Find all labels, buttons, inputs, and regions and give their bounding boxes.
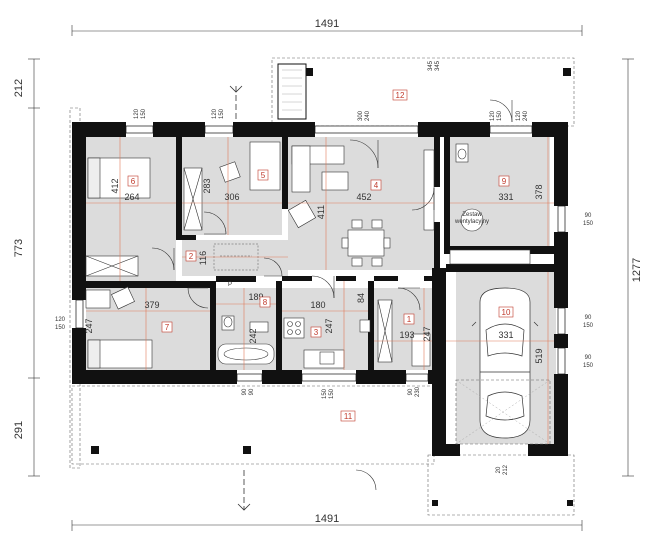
room-6-width: 264 — [124, 192, 139, 202]
window-12-w: 90 — [408, 388, 414, 395]
door-swings — [151, 99, 513, 491]
stove — [283, 317, 305, 339]
room-1-width: 193 — [399, 330, 414, 340]
room-3-length: 247 — [324, 318, 334, 333]
window-1-h: 150 — [141, 108, 147, 119]
room-10-width: 331 — [498, 330, 513, 340]
room-9-number: 9 — [502, 177, 507, 186]
room-2-number: 2 — [189, 252, 194, 261]
room-2-dim: 116 — [198, 251, 208, 265]
room-3-width: 180 — [310, 300, 325, 310]
overall-left-middle: 773 — [13, 239, 25, 257]
room-9-width: 331 — [498, 192, 513, 202]
window-2-w: 120 — [212, 108, 218, 119]
room-12-number: 12 — [396, 91, 405, 100]
room-4-length: 411 — [316, 205, 326, 219]
room-4-width: 452 — [356, 192, 371, 202]
room-10-number: 10 — [502, 308, 511, 317]
overall-right-height: 1277 — [631, 258, 643, 282]
overall-left-bottom: 291 — [13, 421, 25, 439]
window-7-w: 90 — [585, 315, 592, 321]
room-dim-lines — [86, 137, 554, 444]
terrace-columns — [91, 68, 573, 506]
window-3-w: 300 — [358, 110, 364, 121]
room-10-length: 519 — [534, 348, 544, 363]
garage-door-cross — [455, 379, 551, 445]
window-3-h: 240 — [365, 110, 371, 121]
room-6-number: 6 — [131, 177, 136, 186]
window-7-h: 150 — [583, 323, 594, 329]
window-10-h: 90 — [249, 388, 255, 395]
terrace-outline — [69, 57, 575, 516]
room-3-number: 3 — [314, 328, 319, 337]
window-1-w: 120 — [134, 108, 140, 119]
room-7-number: 7 — [165, 323, 170, 332]
window-9-w: 120 — [55, 317, 66, 323]
section-arrow-top — [229, 85, 243, 93]
room-3-top-dim: 84 — [356, 293, 366, 303]
room-1-length: 247 — [422, 326, 432, 341]
window-6-w: 90 — [585, 213, 592, 219]
window-8-h: 150 — [583, 363, 594, 369]
window-14-w: 345 — [428, 60, 434, 71]
window-12-h: 230 — [415, 386, 421, 397]
room-8-width: 189 — [248, 292, 263, 302]
room-5-length: 283 — [202, 178, 212, 193]
overall-dimensions — [28, 25, 634, 531]
window-9-h: 150 — [55, 325, 66, 331]
window-4-h: 150 — [497, 110, 503, 121]
room-6-length: 412 — [110, 178, 120, 193]
room-5-width: 306 — [224, 192, 239, 202]
window-14-h: 345 — [435, 60, 441, 71]
chimney-block — [277, 63, 307, 120]
chimney-hatch — [282, 69, 302, 111]
window-glazing — [75, 125, 566, 382]
room-8-number: 8 — [263, 298, 268, 307]
window-10-w: 90 — [242, 388, 248, 395]
window-4-w: 120 — [490, 110, 496, 121]
car — [471, 287, 539, 439]
room-11-number: 11 — [344, 412, 353, 421]
room-8-length: 242 — [248, 328, 258, 343]
overall-bottom-width: 1491 — [315, 513, 339, 525]
overall-left-top: 212 — [13, 79, 25, 97]
bed-room-5 — [249, 141, 281, 191]
window-11-h: 150 — [329, 388, 335, 399]
window-13-w: 20 — [496, 466, 502, 473]
window-5-w: 120 — [516, 110, 522, 121]
window-13-h: 212 — [503, 464, 509, 475]
room-1-number: 1 — [407, 315, 412, 324]
room-4-number: 4 — [374, 181, 379, 190]
room-7-length: 247 — [84, 318, 94, 333]
room-9-length: 378 — [534, 184, 544, 199]
garage-door-swing — [455, 379, 551, 445]
room-7-width: 379 — [144, 300, 159, 310]
furniture — [85, 141, 531, 369]
room-5-number: 5 — [261, 171, 266, 180]
overall-top-width: 1491 — [315, 18, 339, 30]
window-11-w: 150 — [322, 388, 328, 399]
section-arrow-bottom — [237, 503, 251, 511]
stairs-mark: P — [228, 282, 232, 288]
window-6-h: 150 — [583, 221, 594, 227]
window-5-h: 240 — [523, 110, 529, 121]
window-2-h: 150 — [219, 108, 225, 119]
window-8-w: 90 — [585, 355, 592, 361]
room-number-boxes — [127, 89, 514, 422]
